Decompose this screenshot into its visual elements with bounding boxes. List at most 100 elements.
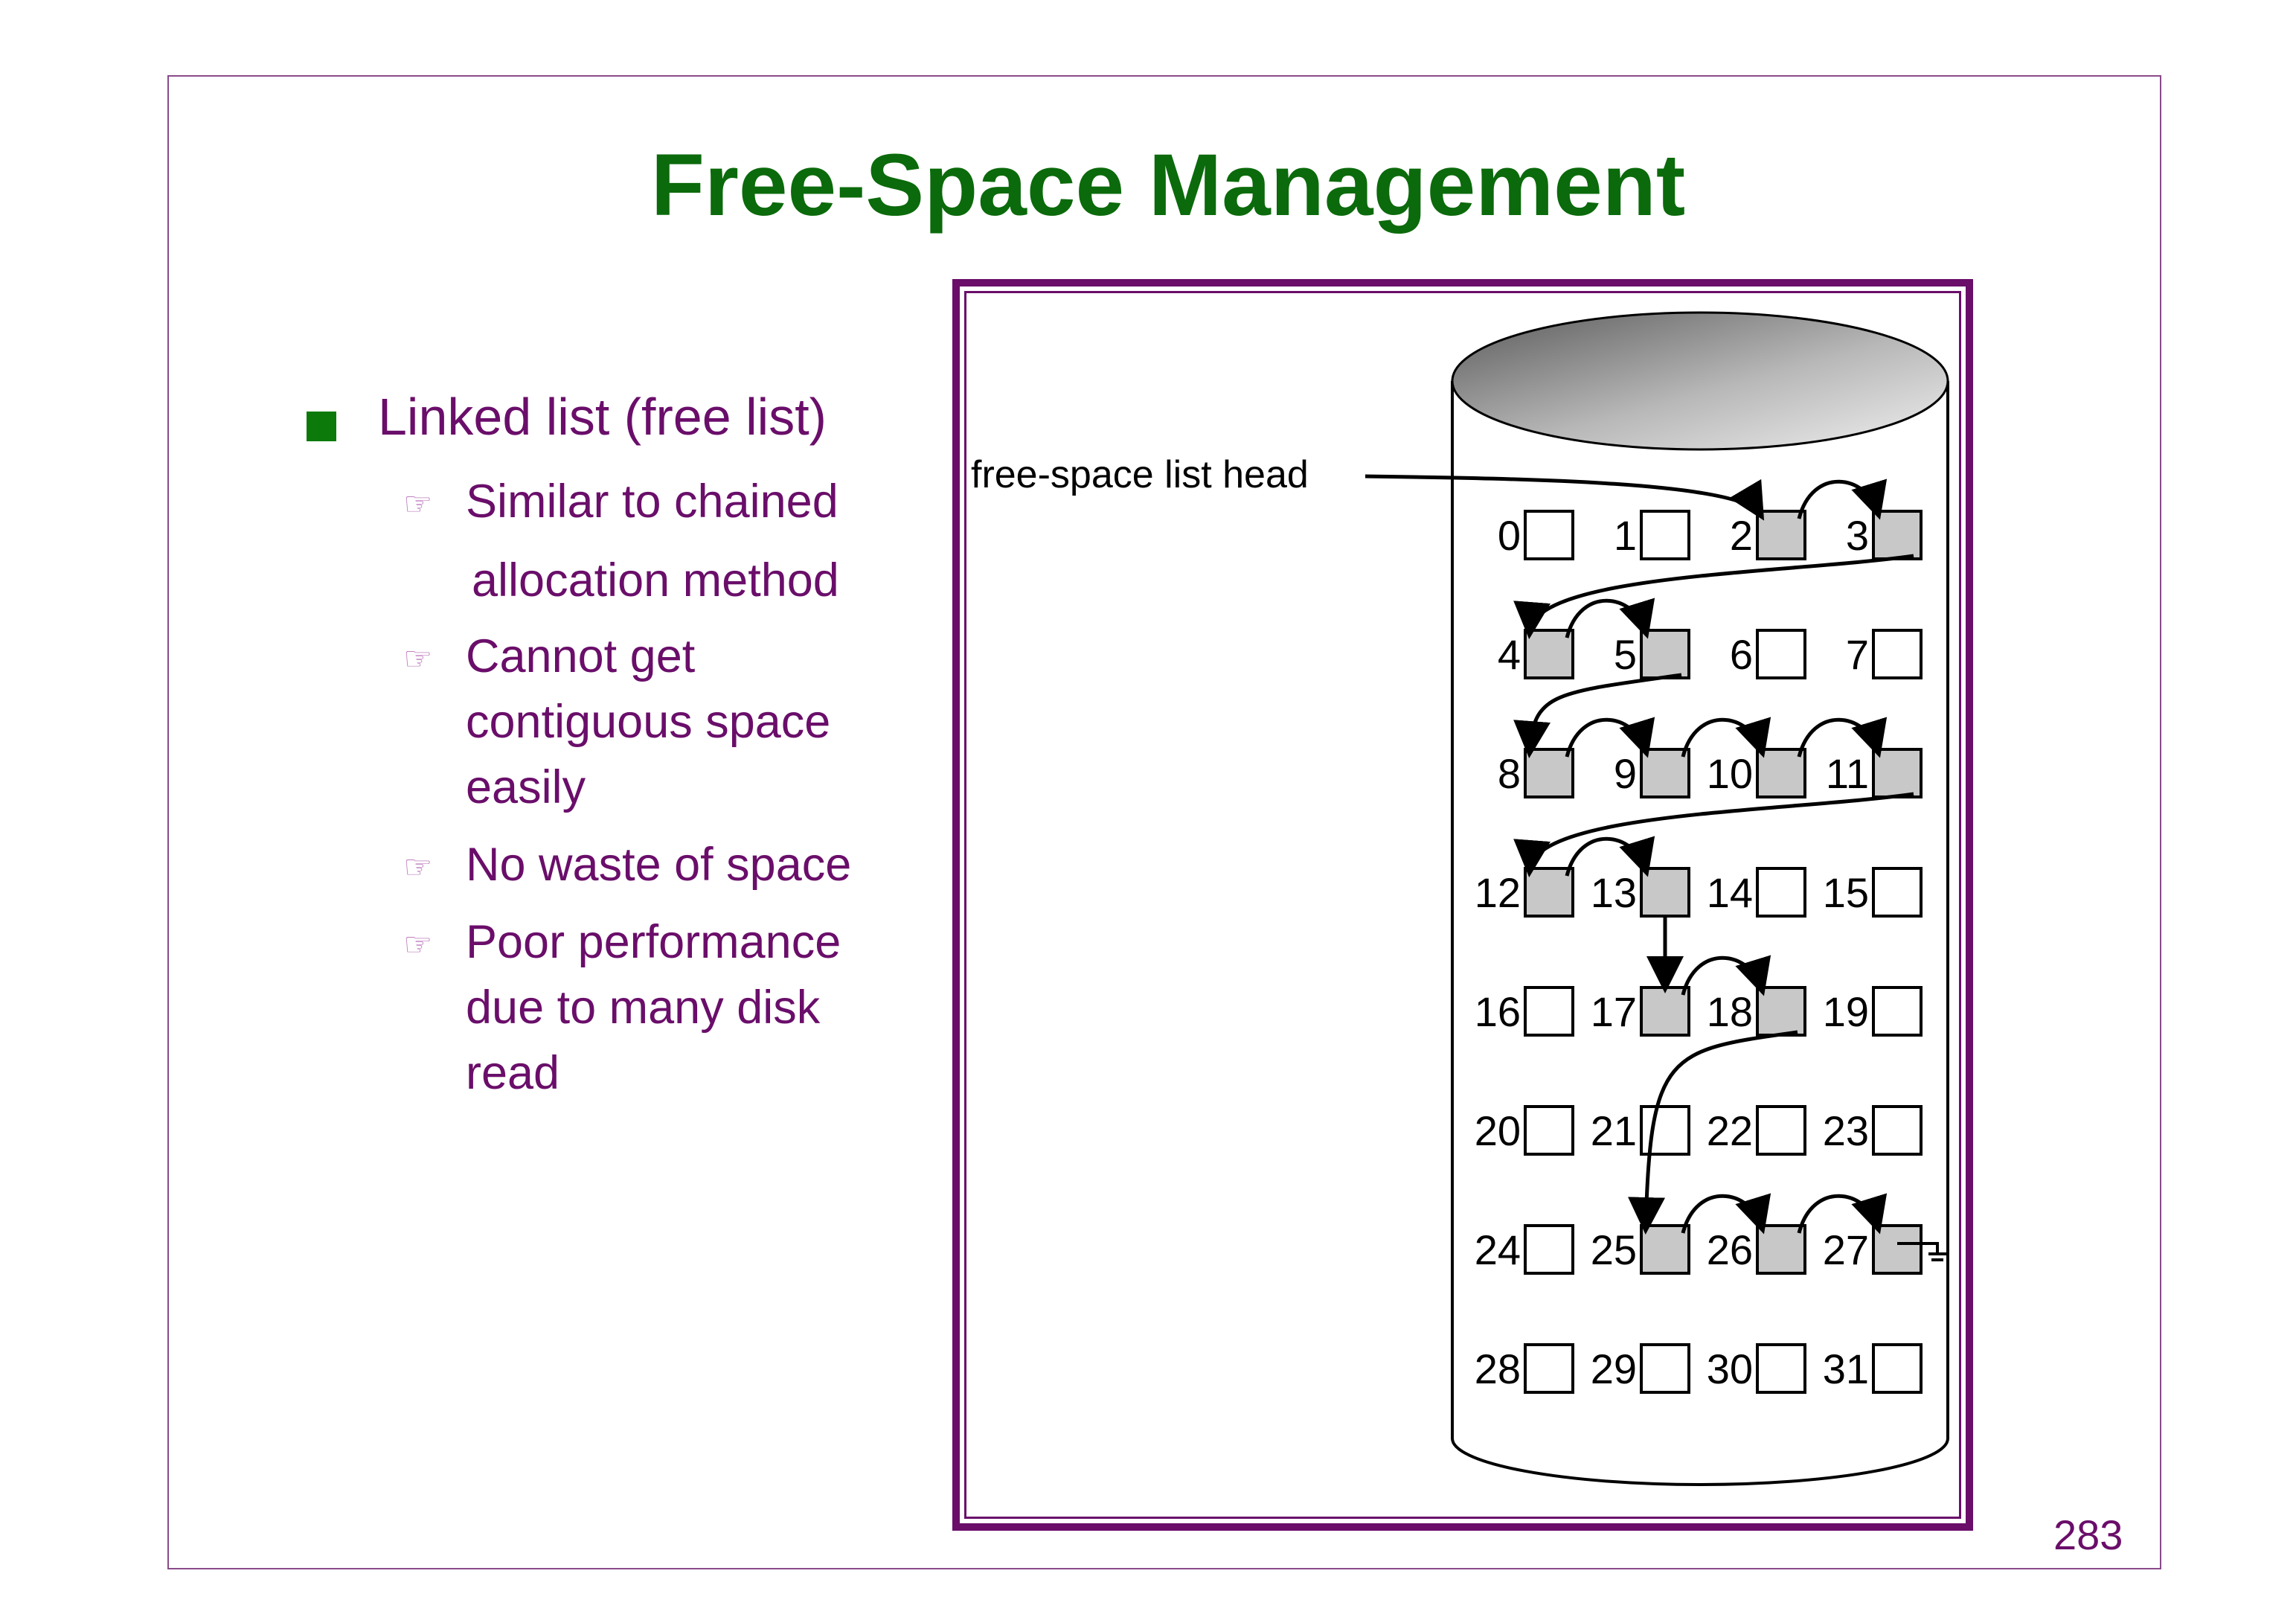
disk-block-13	[1640, 867, 1690, 918]
disk-block-label: 11	[1826, 750, 1869, 797]
disk-block-0	[1524, 510, 1574, 560]
disk-block-label: 15	[1823, 869, 1869, 916]
pointing-hand-icon: ☞	[403, 641, 433, 677]
disk-block-label: 13	[1591, 869, 1637, 916]
sub-bullet-line: allocation method	[472, 554, 839, 606]
disk-block-label: 5	[1614, 631, 1637, 678]
disk-block-label: 4	[1498, 631, 1521, 678]
disk-block-31	[1872, 1343, 1923, 1394]
disk-block-label: 26	[1707, 1226, 1753, 1273]
disk-block-label: 19	[1823, 988, 1869, 1035]
disk-block-label: 21	[1591, 1107, 1637, 1154]
sub-bullet-line: contiguous space	[466, 696, 831, 748]
disk-block-28	[1524, 1343, 1574, 1394]
sub-bullet-line: Poor performance	[466, 916, 841, 968]
sub-bullet-line: No waste of space	[466, 839, 852, 891]
sub-bullet-line: Cannot get	[466, 630, 696, 682]
disk-block-label: 22	[1707, 1107, 1753, 1154]
free-space-list-head-label: free-space list head	[971, 453, 1309, 496]
disk-block-label: 12	[1475, 869, 1521, 916]
disk-block-label: 9	[1614, 750, 1637, 797]
disk-block-12	[1524, 867, 1574, 918]
disk-block-label: 29	[1591, 1345, 1637, 1392]
disk-block-label: 14	[1707, 869, 1753, 916]
disk-block-7	[1872, 629, 1923, 679]
bullet-square-icon	[307, 412, 336, 441]
disk-block-30	[1756, 1343, 1806, 1394]
disk-block-label: 2	[1730, 512, 1753, 559]
free-list-link	[1628, 1030, 1798, 1235]
free-list-link	[1565, 717, 1655, 758]
disk-block-label: 16	[1475, 988, 1521, 1035]
pointing-hand-icon: ☞	[403, 486, 433, 522]
disk-block-4	[1524, 629, 1574, 679]
disk-block-3	[1872, 510, 1923, 560]
disk-block-2	[1756, 510, 1806, 560]
pointing-hand-icon: ☞	[403, 926, 433, 963]
pointing-hand-icon: ☞	[403, 849, 433, 886]
sub-bullet-line: Similar to chained	[466, 476, 838, 528]
disk-block-label: 6	[1730, 631, 1753, 678]
free-list-head-pointer	[1365, 474, 1765, 521]
disk-block-label: 25	[1591, 1226, 1637, 1273]
disk-block-20	[1524, 1105, 1574, 1156]
free-list-link	[1681, 955, 1771, 996]
disk-block-26	[1756, 1224, 1806, 1275]
free-list-link	[1681, 1193, 1771, 1235]
sub-bullet-line: easily	[466, 761, 586, 813]
free-list-link	[1681, 717, 1771, 758]
disk-block-9	[1640, 748, 1690, 798]
disk-block-label: 31	[1823, 1345, 1869, 1392]
disk-block-23	[1872, 1105, 1923, 1156]
disk-block-16	[1524, 986, 1574, 1037]
disk-block-27	[1872, 1224, 1923, 1275]
disk-block-label: 30	[1707, 1345, 1753, 1392]
disk-block-label: 3	[1846, 512, 1869, 559]
disk-cylinder-lid	[1451, 311, 1949, 451]
free-list-link	[1513, 792, 1914, 877]
disk-block-5	[1640, 629, 1690, 679]
disk-block-18	[1756, 986, 1806, 1037]
disk-block-6	[1756, 629, 1806, 679]
free-list-link	[1797, 717, 1888, 758]
disk-block-label: 20	[1475, 1107, 1521, 1154]
disk-block-label: 0	[1498, 512, 1521, 559]
sub-bullet-line: due to many disk	[466, 982, 821, 1034]
disk-block-label: 24	[1475, 1226, 1521, 1273]
disk-block-15	[1872, 867, 1923, 918]
figure-inner-border	[964, 291, 1961, 1519]
disk-cylinder-body	[1451, 381, 1949, 1486]
disk-block-label: 8	[1498, 750, 1521, 797]
disk-block-24	[1524, 1224, 1574, 1275]
sub-bullet-line: read	[466, 1047, 560, 1099]
free-list-link	[1513, 673, 1682, 758]
free-list-link	[1565, 598, 1655, 639]
free-list-link	[1565, 836, 1655, 877]
page-number: 283	[2053, 1511, 2123, 1558]
disk-block-label: 17	[1591, 988, 1637, 1035]
free-list-link	[1797, 1193, 1888, 1235]
disk-block-label: 7	[1846, 631, 1869, 678]
disk-block-10	[1756, 748, 1806, 798]
disk-block-label: 1	[1614, 512, 1637, 559]
disk-block-label: 18	[1707, 988, 1753, 1035]
disk-block-label: 28	[1475, 1345, 1521, 1392]
free-list-link	[1513, 554, 1914, 639]
disk-block-14	[1756, 867, 1806, 918]
disk-block-label: 23	[1823, 1107, 1869, 1154]
disk-block-11	[1872, 748, 1923, 798]
disk-block-label: 10	[1707, 750, 1753, 797]
disk-block-19	[1872, 986, 1923, 1037]
bullet-main: Linked list (free list)	[378, 388, 827, 446]
disk-block-1	[1640, 510, 1690, 560]
free-list-link	[1797, 478, 1888, 520]
disk-block-label: 27	[1823, 1226, 1869, 1273]
slide-frame	[167, 75, 2161, 1569]
null-terminator-icon	[1897, 1242, 1946, 1261]
slide-title: Free-Space Management	[650, 136, 1686, 234]
disk-block-29	[1640, 1343, 1690, 1394]
disk-block-22	[1756, 1105, 1806, 1156]
disk-block-17	[1640, 986, 1690, 1037]
